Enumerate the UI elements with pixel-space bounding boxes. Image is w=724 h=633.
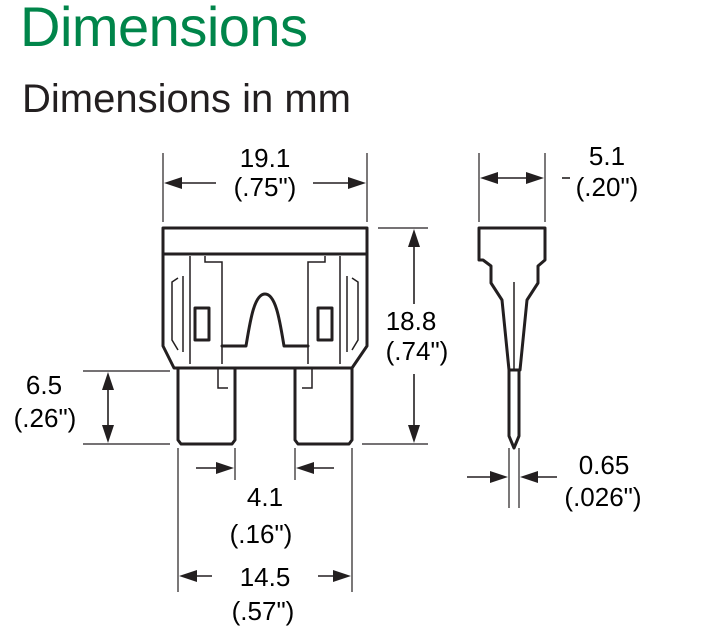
fuse-front-view (161, 226, 369, 446)
fuse-left-slot (193, 306, 211, 342)
fuse-side-profile (477, 226, 547, 372)
fuse-housing (161, 252, 369, 370)
fuse-left-strap (171, 277, 179, 351)
dim-overall-height-inch: (.74") (386, 336, 449, 366)
fuse-window-outline (189, 256, 341, 364)
fuse-right-blade-notch (302, 368, 313, 389)
dim-blade-spacing-mm: 14.5 (240, 562, 291, 592)
fuse-left-blade-notch (217, 368, 228, 389)
dim-blade-length: 6.5 (.26") (14, 370, 170, 445)
dim-overall-width-inch: (.75") (234, 172, 297, 202)
fuse-right-slot (316, 306, 334, 342)
dim-overall-height-mm: 18.8 (386, 306, 437, 336)
dim-blade-width-inch: (.16") (230, 519, 293, 549)
fuse-top-cap (161, 226, 369, 256)
dim-blade-spacing: 14.5 (.57") (177, 448, 353, 626)
dim-overall-width: 19.1 (.75") (162, 143, 368, 222)
fuse-element (220, 292, 310, 348)
dim-blade-length-inch: (.26") (14, 403, 77, 433)
dim-blade-thickness: 0.65 (.026") (467, 448, 642, 512)
dim-thickness: 5.1 (.20") (478, 141, 639, 222)
fuse-side-blade (507, 368, 521, 450)
fuse-side-view (477, 226, 547, 450)
dim-blade-thickness-inch: (.026") (564, 482, 641, 512)
page-subtitle: Dimensions in mm (22, 77, 351, 121)
dim-blade-spacing-inch: (.57") (232, 596, 295, 626)
dim-overall-width-mm: 19.1 (240, 143, 291, 173)
dim-blade-width-mm: 4.1 (247, 482, 283, 512)
dim-blade-length-mm: 6.5 (26, 370, 62, 400)
dim-overall-height: 18.8 (.74") (362, 227, 449, 445)
dim-thickness-mm: 5.1 (589, 141, 625, 171)
fuse-left-blade (176, 366, 237, 446)
page-title: Dimensions (20, 0, 308, 58)
dim-blade-thickness-mm: 0.65 (579, 450, 630, 480)
dim-blade-width: 4.1 (.16") (196, 448, 334, 549)
dim-thickness-inch: (.20") (576, 172, 639, 202)
fuse-right-strap (351, 277, 359, 351)
fuse-right-blade (293, 366, 354, 446)
